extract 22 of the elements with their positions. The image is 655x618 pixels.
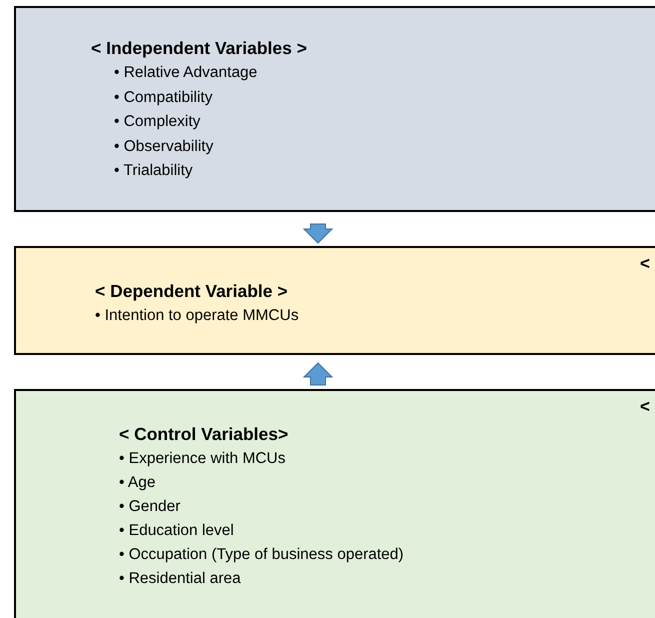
bullet-item: • Experience with MCUs xyxy=(119,450,286,468)
variable-box xyxy=(14,246,655,355)
corner-mark: < xyxy=(640,397,650,417)
variable-box xyxy=(14,6,655,212)
corner-mark: < xyxy=(640,254,650,274)
block-arrow xyxy=(302,362,334,386)
bullet-item: • Relative Advantage xyxy=(114,64,258,82)
bullet-item: • Residential area xyxy=(119,570,241,588)
variable-box xyxy=(14,389,655,618)
box-heading: < Dependent Variable > xyxy=(95,281,288,302)
bullet-item: • Gender xyxy=(119,498,180,516)
bullet-item: • Trialability xyxy=(114,162,193,180)
box-heading: < Independent Variables > xyxy=(91,38,307,59)
bullet-item: • Observability xyxy=(114,138,214,156)
bullet-item: • Intention to operate MMCUs xyxy=(95,307,299,325)
bullet-item: • Compatibility xyxy=(114,88,212,106)
bullet-item: • Complexity xyxy=(114,113,200,131)
box-heading: < Control Variables> xyxy=(119,424,288,445)
block-arrow xyxy=(302,224,334,244)
bullet-item: • Occupation (Type of business operated) xyxy=(119,546,404,564)
bullet-item: • Age xyxy=(119,474,156,492)
bullet-item: • Education level xyxy=(119,522,234,540)
